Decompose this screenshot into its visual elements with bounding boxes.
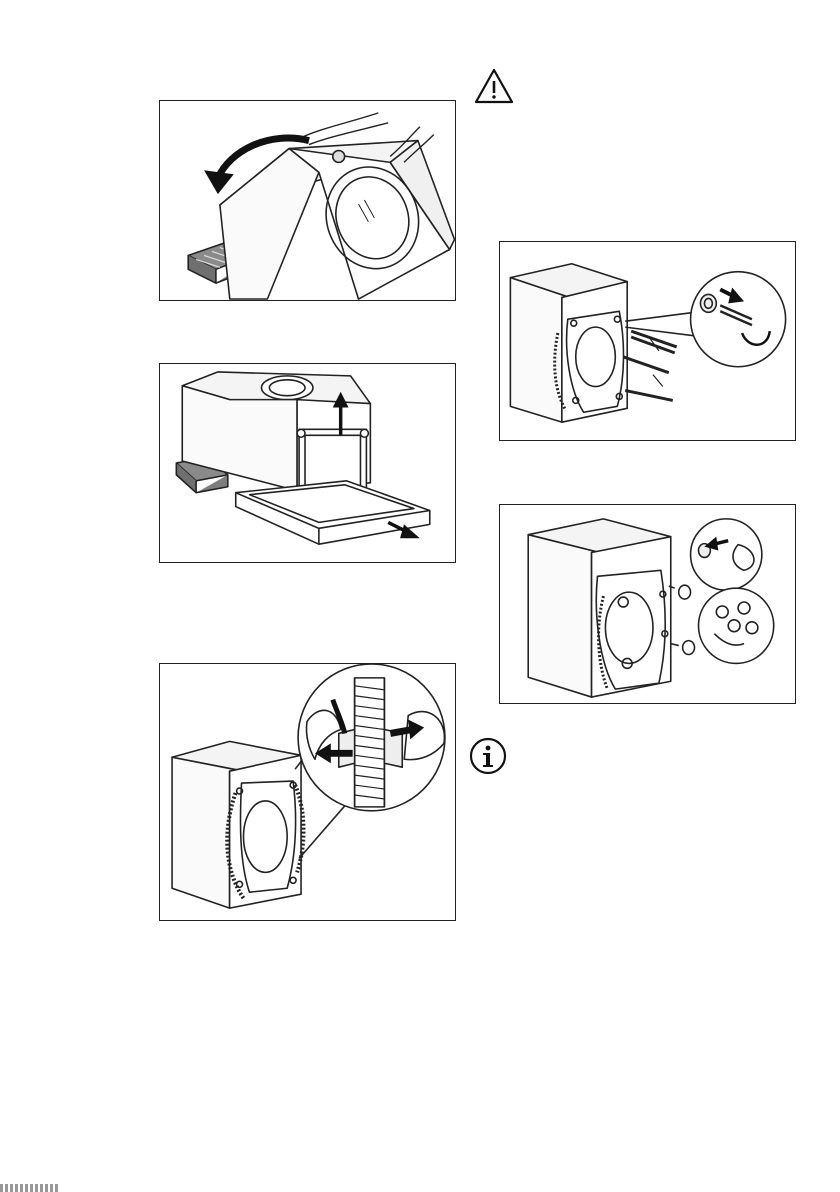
tilt-machine-illustration <box>160 101 455 300</box>
info-circle-icon <box>469 737 507 775</box>
unclip-hose-illustration <box>160 664 455 920</box>
figure-remove-base <box>159 363 456 563</box>
figure-insert-plastic-caps <box>499 504 796 704</box>
figure-remove-transit-bolts <box>499 241 796 441</box>
figure-tilt-machine <box>159 100 456 301</box>
remove-base-illustration <box>160 364 455 562</box>
remove-transit-bolts-illustration <box>500 242 795 440</box>
footer-mark <box>0 1184 60 1192</box>
figure-unclip-hose <box>159 663 456 921</box>
insert-plastic-caps-illustration <box>500 505 795 703</box>
warning-triangle-icon <box>473 67 515 105</box>
